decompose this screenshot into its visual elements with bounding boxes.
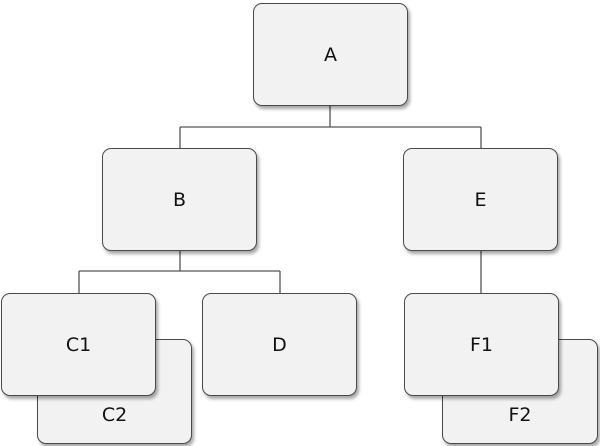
node-e: E	[403, 148, 558, 251]
node-a-label: A	[324, 44, 337, 66]
node-f2-label: F2	[508, 404, 532, 426]
node-d: D	[202, 293, 357, 396]
node-f1-label: F1	[469, 334, 494, 356]
node-e-label: E	[474, 189, 487, 211]
node-a: A	[253, 3, 408, 106]
node-d-label: D	[272, 334, 287, 356]
node-f1: F1	[404, 293, 559, 396]
node-b-label: B	[172, 189, 187, 211]
node-c1: C1	[1, 293, 156, 396]
node-c1-label: C1	[65, 334, 92, 356]
node-b: B	[102, 148, 257, 251]
node-c2-label: C2	[101, 404, 128, 426]
